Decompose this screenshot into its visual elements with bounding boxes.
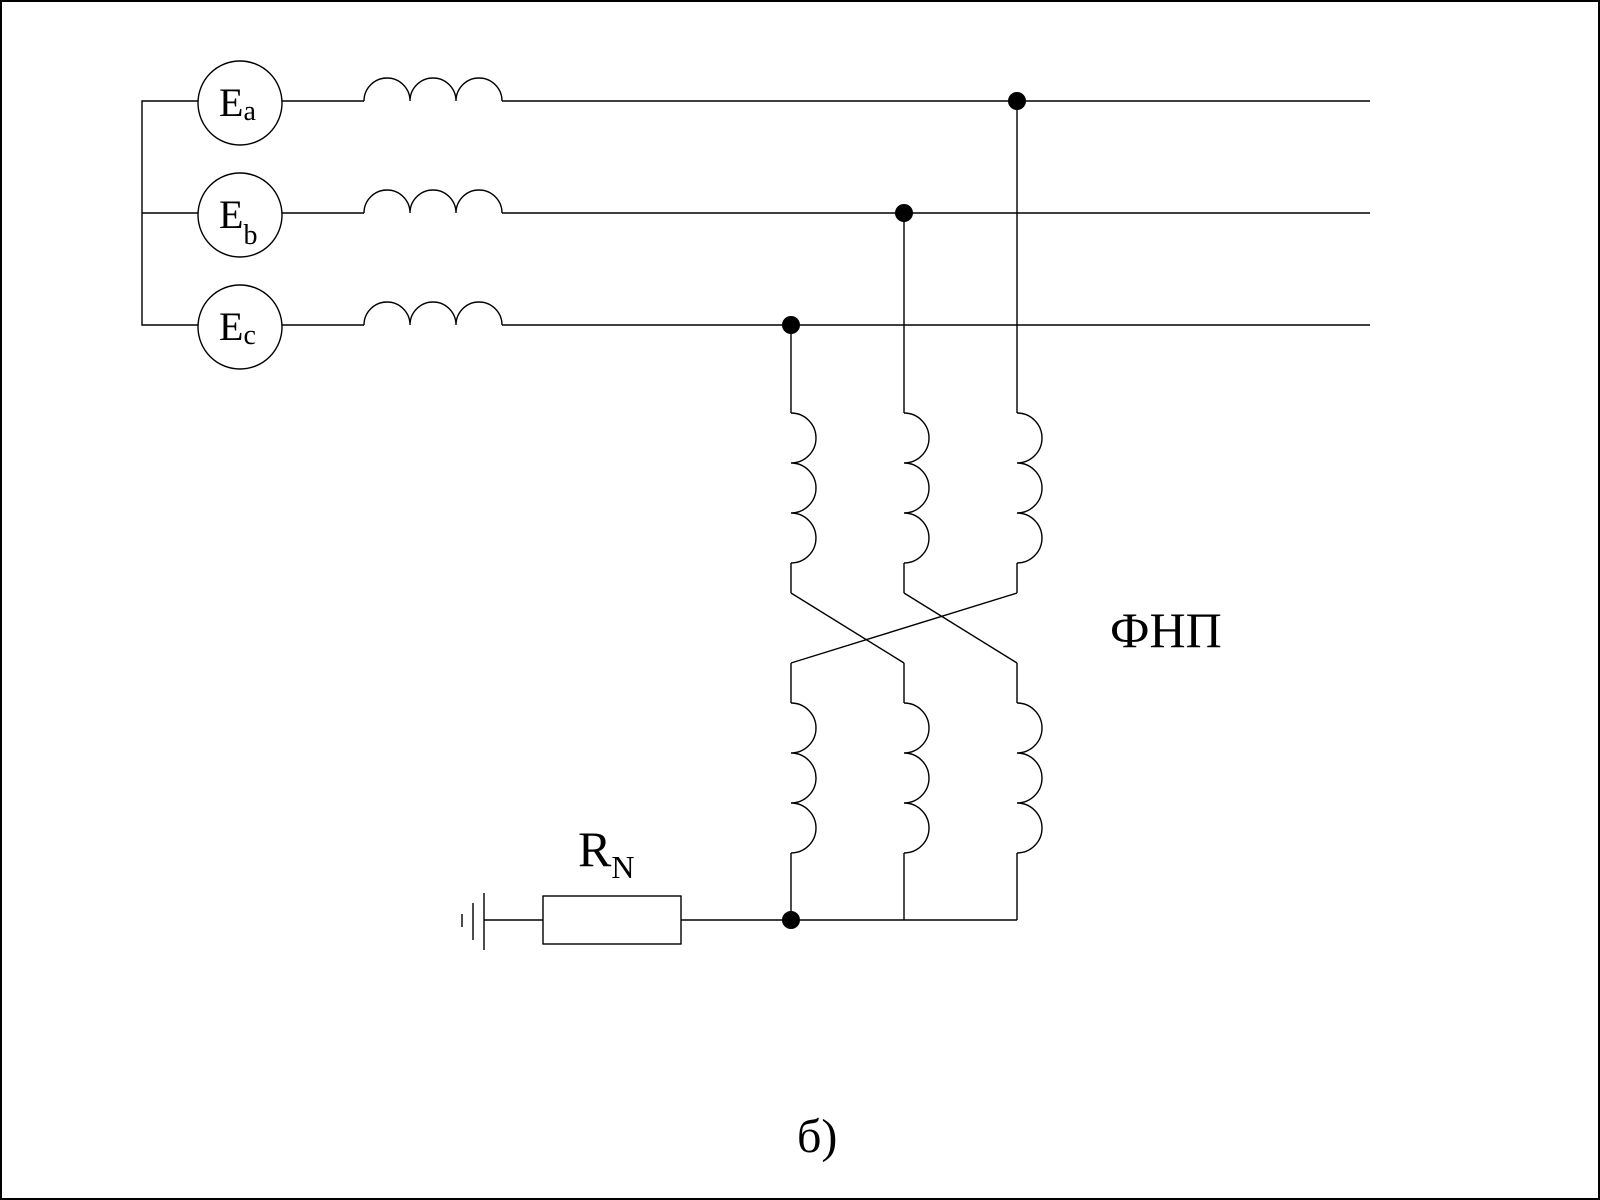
junction-dot-phase-a <box>1008 92 1026 110</box>
cross-link-3 <box>790 592 1018 664</box>
phase-b: Eb <box>197 172 1370 258</box>
phase-c-source-label: Ec <box>219 304 256 351</box>
upper-winding-c <box>790 412 817 564</box>
phase-b-series-inductor <box>363 189 503 214</box>
phase-c-source-circle <box>197 284 283 370</box>
junction-dot-phase-b <box>895 204 913 222</box>
cross-link-2 <box>903 592 1018 664</box>
phase-a-series-inductor <box>363 77 503 102</box>
junction-dot-neutral <box>782 911 800 929</box>
phase-c-series-inductor <box>363 301 503 326</box>
source-common-bus <box>141 100 198 326</box>
lower-winding-c <box>790 702 817 854</box>
resistor-label: RN <box>578 821 634 885</box>
lower-winding-a <box>1016 702 1043 854</box>
lower-winding-b <box>903 702 930 854</box>
figure-caption: б) <box>797 1110 837 1163</box>
cross-link-1 <box>790 592 905 664</box>
phase-c: Ec <box>197 284 1370 370</box>
phase-b-source-label: Eb <box>219 192 257 251</box>
phase-a-source-circle <box>197 60 283 146</box>
upper-winding-a <box>1016 412 1043 564</box>
phase-b-source-circle <box>197 172 283 258</box>
phase-a-source-label: Ea <box>219 80 256 127</box>
neutral-resistor <box>542 895 682 945</box>
filter-label: ФНП <box>1110 602 1222 658</box>
junction-dot-phase-c <box>782 316 800 334</box>
ground-icon <box>461 893 485 950</box>
upper-winding-b <box>903 412 930 564</box>
phase-a: Ea <box>197 60 1370 146</box>
